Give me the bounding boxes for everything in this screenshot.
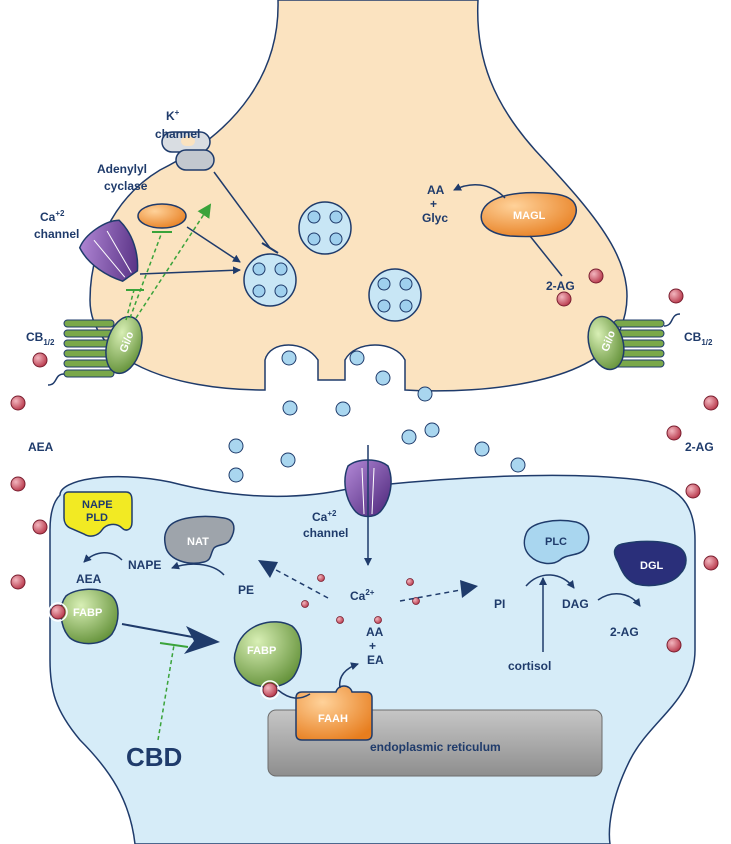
- magl-label: MAGL: [513, 210, 546, 222]
- presynaptic-terminal: [89, 0, 628, 392]
- cbd-inhibition-bar: [159, 642, 189, 648]
- gio-protein-left: Gi/o: [105, 315, 143, 375]
- aa-glyc-label-3: Glyc: [422, 211, 448, 225]
- k-channel-label-2: channel: [155, 127, 200, 141]
- plc-enzyme: [523, 519, 590, 565]
- dgl-label: DGL: [640, 560, 664, 572]
- fabp-transport-arrow: [121, 623, 199, 639]
- adenylyl-cyclase: [137, 203, 187, 229]
- aa-ea-label-1: AA: [366, 625, 384, 639]
- pi-to-dag-arrow: [525, 574, 575, 589]
- synaptic-vesicle: [368, 268, 422, 322]
- synaptic-vesicle: [298, 201, 352, 255]
- nape-label: NAPE: [128, 558, 161, 572]
- endocannabinoid-ligands: [10, 268, 719, 653]
- cyclase-label: cyclase: [104, 179, 148, 193]
- fabp-label-2: FABP: [247, 645, 276, 657]
- fabp-transport-arrowhead: [184, 626, 220, 654]
- pi-label: PI: [494, 597, 505, 611]
- neurotransmitter-molecules: [228, 350, 526, 483]
- faah-to-aa-ea-arrow: [338, 662, 359, 689]
- dag-label: DAG: [562, 597, 589, 611]
- fabp-transporter-2: [233, 621, 302, 700]
- aa-glyc-label-1: AA: [427, 183, 445, 197]
- magl-enzyme: [480, 191, 577, 238]
- potassium-channel: [161, 131, 215, 171]
- synaptic-vesicle: [243, 253, 297, 307]
- ca-channel-post-label: Ca+2: [312, 509, 337, 524]
- fabp-transporter-1: [48, 588, 119, 645]
- nape-pld-label-1: NAPE: [82, 499, 113, 511]
- calcium-channel-presynaptic: [78, 219, 139, 282]
- cortisol-label: cortisol: [508, 659, 551, 673]
- dgl-enzyme: [613, 540, 687, 587]
- aea-left-label: AEA: [28, 440, 54, 454]
- nat-label: NAT: [187, 536, 209, 548]
- gio-protein-right: Gi/o: [587, 315, 625, 371]
- pe-to-nape-arrow: [171, 561, 225, 576]
- two-ag-pre-label: 2-AG: [546, 279, 575, 293]
- aa-glyc-label-2: +: [430, 197, 437, 211]
- cbd-inhibition-line: [157, 644, 175, 741]
- ca-to-pi-arrow: [399, 588, 467, 602]
- calcium-ions: [301, 574, 420, 624]
- two-ag-right-label: 2-AG: [685, 440, 714, 454]
- aa-ea-label-2: +: [369, 639, 376, 653]
- ca-channel-pre-label-2: channel: [34, 227, 79, 241]
- dag-to-2ag-arrow: [597, 593, 641, 607]
- cb-receptor-left: [47, 319, 115, 386]
- cbd-label: CBD: [126, 742, 182, 772]
- ca-to-pe-arrowhead: [258, 560, 278, 578]
- magl-arrow: [453, 183, 506, 199]
- ca-to-pe-arrow: [264, 563, 329, 599]
- fabp-label-1: FABP: [73, 607, 102, 619]
- plc-label: PLC: [545, 536, 567, 548]
- aea-post-label: AEA: [76, 572, 102, 586]
- faah-label: FAAH: [318, 713, 348, 725]
- aa-ea-label-3: EA: [367, 653, 384, 667]
- nape-pld-enzyme: [63, 491, 133, 537]
- nape-to-aea-arrow: [83, 552, 123, 563]
- nat-enzyme: [163, 515, 235, 564]
- k-channel-label: K+: [166, 108, 180, 123]
- pe-label: PE: [238, 583, 254, 597]
- presynaptic-signaling-arrows: [125, 171, 279, 321]
- two-ag-post-label: 2-AG: [610, 625, 639, 639]
- cb-receptor-right: [613, 313, 681, 368]
- magl-connector: [529, 235, 563, 277]
- adenylyl-label: Adenylyl: [97, 162, 147, 176]
- ca-channel-pre-label: Ca+2: [40, 209, 65, 224]
- ca-channel-post-label-2: channel: [303, 526, 348, 540]
- nape-pld-label-2: PLD: [86, 512, 108, 524]
- fabp-to-faah-line: [277, 689, 311, 699]
- ca-to-pi-arrowhead: [460, 580, 478, 598]
- er-label: endoplasmic reticulum: [370, 740, 501, 754]
- ca2-ion-label: Ca2+: [350, 588, 375, 603]
- cb-left-label: CB1/2: [26, 330, 55, 347]
- cb-right-label: CB1/2: [684, 330, 713, 347]
